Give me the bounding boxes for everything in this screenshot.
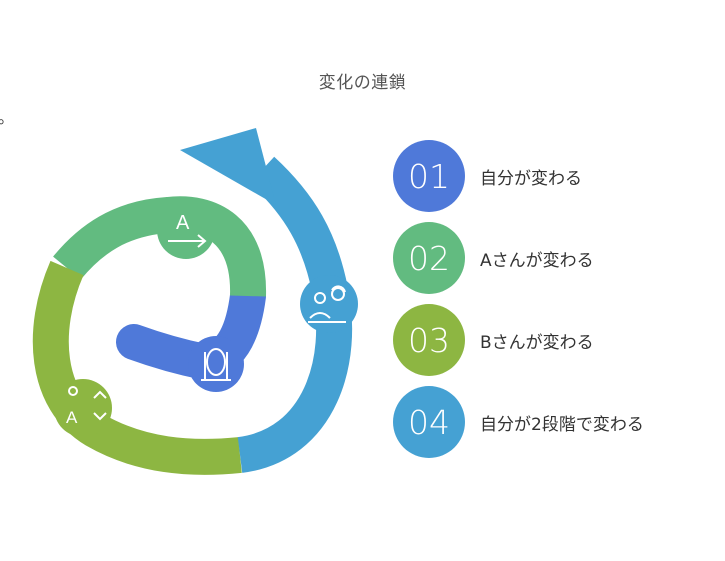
legend-item-04: 04 自分が2段階で変わる	[393, 386, 644, 458]
step-number-badge: 01	[393, 140, 465, 212]
svg-text:A: A	[66, 408, 78, 427]
stray-punctuation: 。	[0, 104, 14, 128]
step-number-badge: 02	[393, 222, 465, 294]
people-refresh-icon	[308, 285, 346, 323]
diagram-title: 変化の連鎖	[318, 73, 407, 93]
spiral-arrowhead	[180, 128, 276, 205]
svg-text:A: A	[176, 212, 190, 234]
step-label: Bさんが変わる	[480, 332, 594, 353]
legend-item-02: 02 Aさんが変わる	[393, 222, 594, 294]
step-label: 自分が変わる	[480, 168, 582, 189]
mirror-icon	[201, 348, 231, 381]
node-green: A	[157, 201, 215, 259]
legend-item-01: 01 自分が変わる	[393, 140, 582, 212]
node-sky	[300, 275, 358, 333]
person-up-down-icon: A	[66, 386, 107, 427]
node-blue	[188, 336, 244, 392]
step-number-badge: 04	[393, 386, 465, 458]
step-label: Aさんが変わる	[480, 250, 594, 271]
legend-item-03: 03 Bさんが変わる	[393, 304, 594, 376]
node-olive: A	[54, 379, 112, 437]
step-label: 自分が2段階で変わる	[480, 414, 644, 435]
step-number-badge: 03	[393, 304, 465, 376]
letter-a-arrow-icon: A	[168, 212, 207, 248]
